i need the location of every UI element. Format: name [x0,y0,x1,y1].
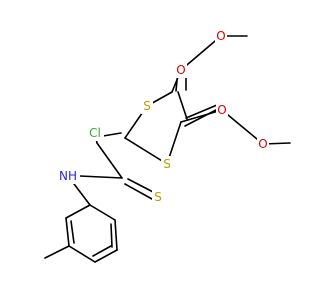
atom-o-top-carbonyl-label: O [176,63,185,77]
bond-layer [44,35,291,263]
bond-aryl-e [65,217,70,247]
atom-nh-label: NH [59,169,77,183]
bond-c-thio-nh [79,175,123,179]
bond-aryl-b [114,219,118,251]
atom-s-bottom-label: S [163,157,171,171]
bond-ester-right-carbonyl-line [184,109,217,127]
bond-c-ring-s-bottom [124,137,168,165]
bond-ester-top-o [180,35,222,71]
atom-s-thio: S [152,189,164,205]
bond-aryl-a [89,204,116,221]
atom-nh: NH [56,168,80,184]
atom-s-thio-label: S [154,190,162,204]
bond-aryl-inner-line-3 [92,245,112,257]
atom-o-top-carbonyl: O [175,62,187,78]
atom-s-bottom: S [161,156,173,172]
bond-aryl-d [68,245,96,263]
atom-label-layer: S S Cl NH S O O O [56,28,269,205]
bond-c-exo-c-thio [96,142,123,179]
bond-c-thio-s-line [124,183,153,200]
atom-cl-label: Cl [89,126,101,140]
bond-c4-c5-second [177,91,188,120]
bond-aryl-f [65,204,91,219]
atom-o-top-ester: O [215,28,227,44]
atom-o-right-ester-label: O [258,137,267,151]
atom-o-right-ester: O [257,136,269,152]
bond-c5-ester-right [180,109,223,123]
bond-ester-right-carbonyl-second [185,104,218,119]
bond-aryl-methyl [44,245,70,259]
bond-c-thio-s-second [127,178,156,194]
bond-aryl-c [94,249,118,263]
atom-o-top-ester-label: O [216,29,225,43]
bond-aryl-inner-line-1 [110,223,113,248]
molecule-structure: S S Cl NH S O O O [44,28,291,263]
atom-o-right-carbonyl-label: O [217,103,226,117]
atom-o-right-carbonyl: O [216,102,228,118]
bond-ester-right-o [221,109,264,145]
bond-aryl-inner-line-2 [70,220,75,244]
atom-cl: Cl [86,125,104,141]
atom-s-top-label: S [143,99,151,113]
atom-s-top: S [141,98,153,114]
